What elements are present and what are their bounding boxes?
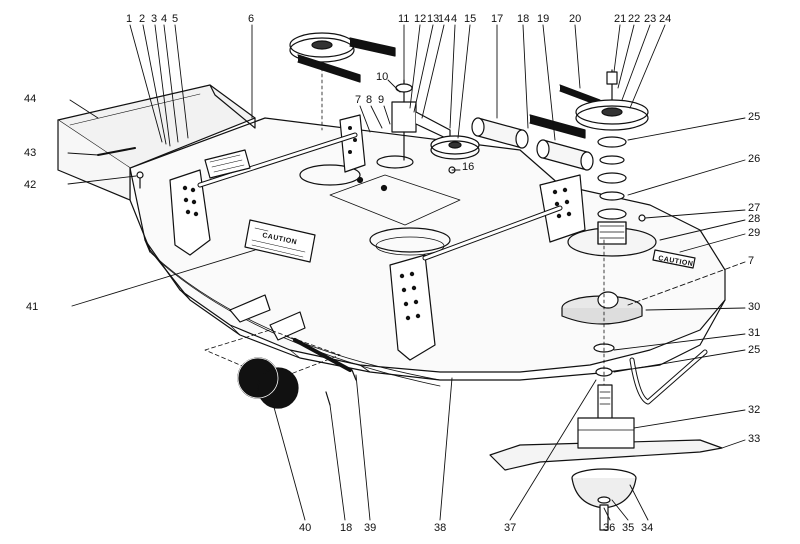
callout-1: 1 xyxy=(126,13,133,25)
callout-14: 14 xyxy=(438,13,451,25)
caution-decal-deck: CAUTION xyxy=(244,219,316,263)
callout-22: 22 xyxy=(628,13,641,25)
lift-rods xyxy=(197,132,563,372)
callout-16: 16 xyxy=(462,161,475,173)
callout-5: 5 xyxy=(172,13,179,25)
callout-13: 13 xyxy=(427,13,440,25)
callout-7-second: 7 xyxy=(748,255,755,267)
callout-34: 34 xyxy=(641,522,654,534)
callout-30: 30 xyxy=(748,301,761,313)
idler-pulley-top xyxy=(289,32,396,131)
callout-4-second: 4 xyxy=(451,13,458,25)
drive-pulley-right xyxy=(529,69,649,139)
callout-7: 7 xyxy=(355,94,362,106)
callout-37: 37 xyxy=(504,522,517,534)
callout-20: 20 xyxy=(569,13,582,25)
gauge-wheel-bracket xyxy=(204,294,341,381)
callout-40: 40 xyxy=(299,522,312,534)
deck-decal-left xyxy=(204,149,251,179)
idler-arm-assembly xyxy=(376,79,480,169)
callout-8: 8 xyxy=(366,94,373,106)
callout-43: 43 xyxy=(24,147,37,159)
callout-28: 28 xyxy=(748,213,761,225)
callout-38: 38 xyxy=(434,522,447,534)
gauge-wheels xyxy=(237,357,299,409)
callout-21: 21 xyxy=(614,13,627,25)
spindle-assembly xyxy=(561,136,657,426)
deck-hanger-brackets xyxy=(169,114,586,361)
callout-11: 11 xyxy=(398,13,410,25)
callout-42: 42 xyxy=(24,179,37,191)
callout-36: 36 xyxy=(603,522,616,534)
callout-31: 31 xyxy=(748,327,761,339)
callout-9: 9 xyxy=(378,94,385,106)
callout-25-second: 25 xyxy=(748,344,761,356)
callout-39: 39 xyxy=(364,522,377,534)
callout-18: 18 xyxy=(517,13,530,25)
callout-24: 24 xyxy=(659,13,672,25)
callout-3: 3 xyxy=(151,13,158,25)
callout-2: 2 xyxy=(139,13,146,25)
leader-lines xyxy=(67,24,746,521)
callout-41: 41 xyxy=(26,301,39,313)
callout-19: 19 xyxy=(537,13,550,25)
deck-openings xyxy=(299,164,461,256)
callout-23: 23 xyxy=(644,13,657,25)
callout-15: 15 xyxy=(464,13,477,25)
callout-10: 10 xyxy=(376,71,389,83)
callout-4: 4 xyxy=(161,13,168,25)
callout-25: 25 xyxy=(748,111,761,123)
anti-scalp-arm xyxy=(629,349,708,405)
discharge-chute xyxy=(57,84,256,201)
callout-6: 6 xyxy=(248,13,255,25)
hardware-bolts xyxy=(97,147,646,406)
callout-12: 12 xyxy=(414,13,427,25)
callout-33: 33 xyxy=(748,433,761,445)
callout-29: 29 xyxy=(748,227,761,239)
mower-blade xyxy=(489,417,723,471)
blade-adapter-hub xyxy=(571,468,637,531)
callout-32: 32 xyxy=(748,404,761,416)
callout-35: 35 xyxy=(622,522,635,534)
callout-44: 44 xyxy=(24,93,37,105)
callout-27: 27 xyxy=(748,202,761,214)
callout-17: 17 xyxy=(491,13,504,25)
callout-18-second: 18 xyxy=(340,522,353,534)
callout-26: 26 xyxy=(748,153,761,165)
anti-scalp-rollers xyxy=(471,117,594,171)
